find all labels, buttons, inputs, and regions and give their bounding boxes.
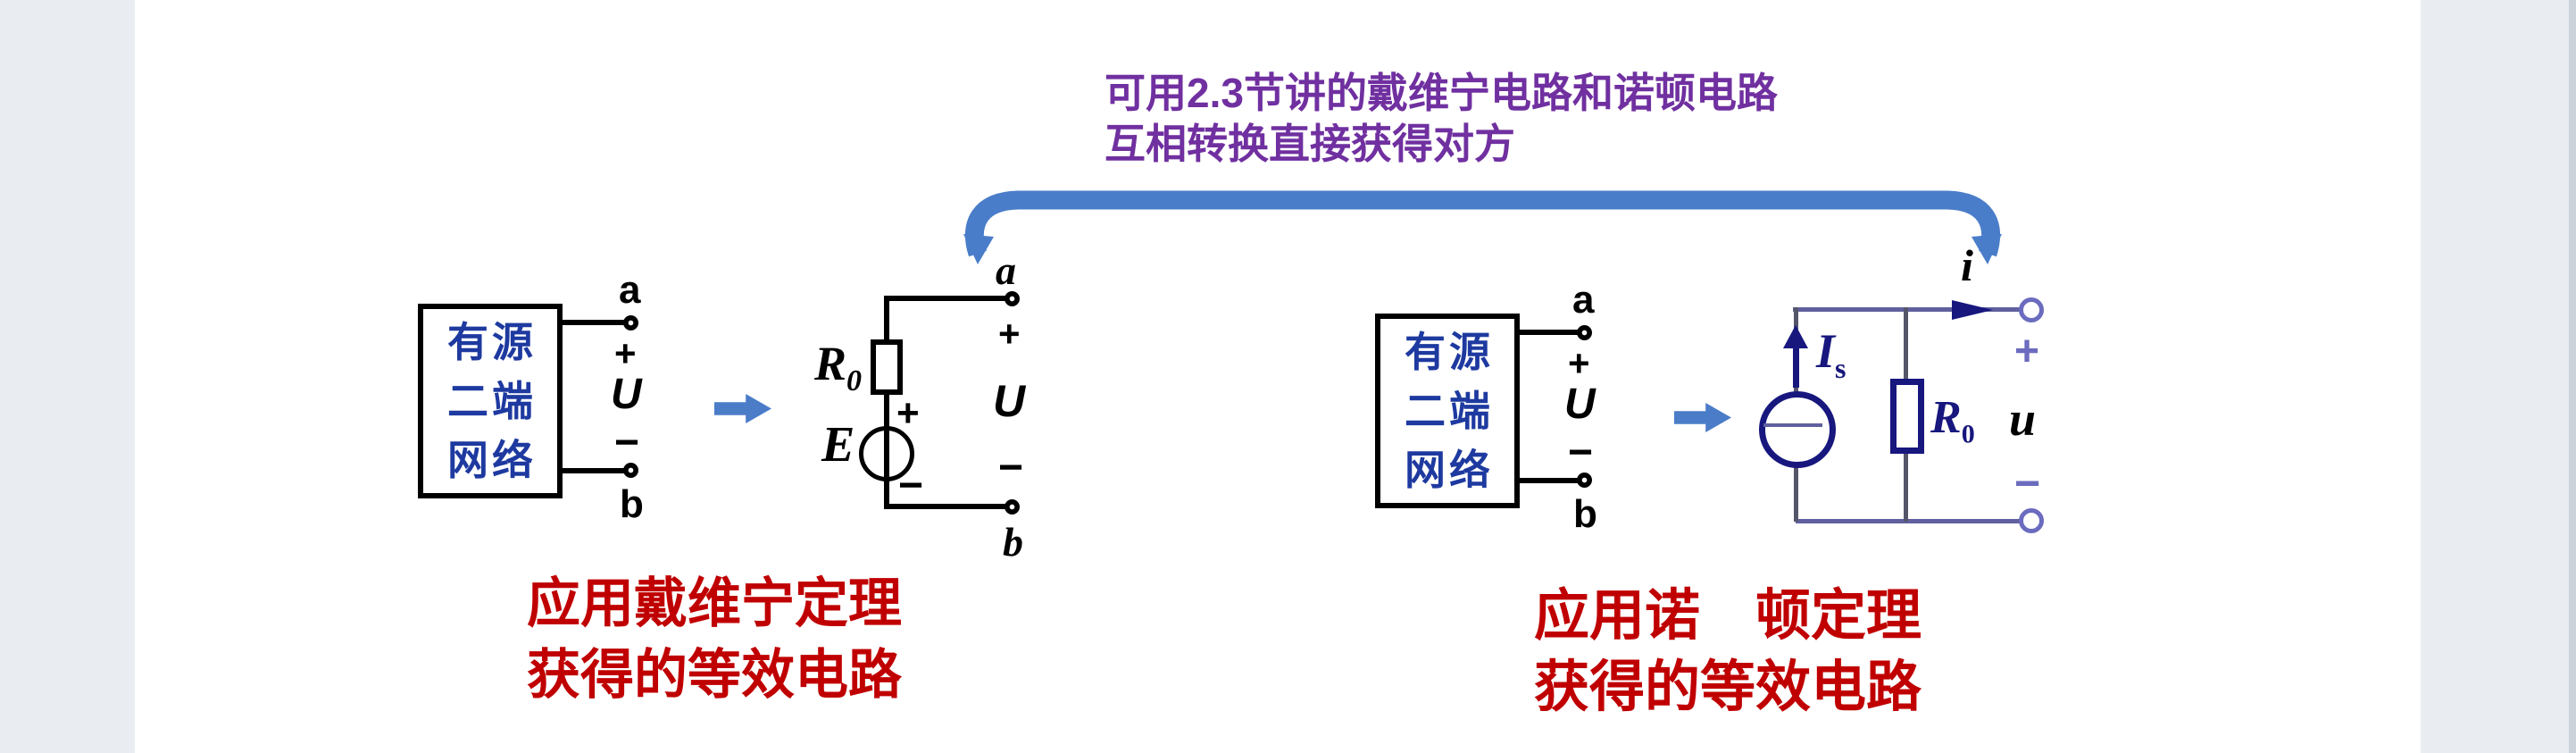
caption-line1: 应用诺 顿定理 (1533, 585, 1922, 647)
right-block-arrow-icon (1674, 403, 1731, 432)
network-box-line2: 二端 (1405, 388, 1494, 434)
port-plus: + (2014, 328, 2040, 375)
open-terminal-top (2019, 297, 2044, 322)
source-plus: + (896, 391, 920, 435)
double-headed-transform-arrow-icon (963, 189, 2003, 264)
source-i: I (1816, 324, 1836, 378)
port-voltage-label: U (1564, 381, 1596, 428)
terminal-b-label: b (1003, 519, 1023, 565)
wire (563, 320, 627, 325)
active-two-terminal-network-box-left: 有源 二端 网络 (418, 304, 563, 498)
terminal-b-label: b (620, 482, 644, 526)
network-box-line2: 二端 (447, 378, 537, 424)
terminal-a-dot (1005, 291, 1020, 306)
wire (884, 296, 1013, 301)
caption-line1: 应用戴维宁定理 (527, 573, 902, 633)
wire (1796, 519, 2025, 523)
thevenin-resistor-symbol (871, 339, 903, 395)
thevenin-source-label: E (821, 417, 855, 473)
resistor-sub: 0 (846, 364, 863, 397)
port-minus: − (614, 419, 640, 466)
terminal-a-dot (1577, 325, 1592, 340)
norton-caption: 应用诺 顿定理获得的等效电路 (1509, 581, 1947, 724)
caption-line2: 获得的等效电路 (1533, 657, 1922, 718)
network-box-line3: 网络 (1405, 447, 1494, 493)
open-terminal-bottom (2019, 508, 2044, 533)
terminal-b-label: b (1573, 492, 1597, 536)
wire (1904, 454, 1908, 522)
wire (1794, 461, 1798, 522)
active-two-terminal-network-box-right: 有源 二端 网络 (1375, 314, 1520, 508)
current-direction-arrow-icon (1952, 299, 1993, 321)
port-plus: + (614, 332, 637, 374)
wire (1793, 307, 2025, 312)
terminal-a-label: a (996, 247, 1016, 293)
current-source-bar (1763, 423, 1822, 427)
wire (1904, 307, 1908, 381)
right-block-arrow-icon (714, 394, 771, 423)
norton-current-source-symbol (1759, 391, 1836, 468)
norton-resistor-label: R0 (1930, 391, 1975, 449)
terminal-a-label: a (619, 268, 641, 312)
norton-source-label: Is (1816, 323, 1846, 385)
norton-resistor-symbol (1890, 379, 1924, 454)
resistor-sub: 0 (1961, 419, 1975, 449)
annotation-line1: 可用2.3节讲的戴维宁电路和诺顿电路 (1105, 70, 1778, 116)
port-plus: + (1568, 342, 1590, 384)
right-edge-line (2569, 0, 2576, 753)
terminal-b-dot (623, 463, 638, 478)
port-voltage-label: u (2009, 392, 2037, 446)
right-margin-band (2421, 0, 2576, 753)
wire (1520, 330, 1579, 335)
thevenin-resistor-label: R0 (814, 336, 862, 398)
port-minus: − (998, 444, 1024, 491)
output-current-label: i (1961, 240, 1973, 290)
terminal-b-dot (1577, 473, 1592, 488)
wire (884, 504, 1013, 509)
left-margin-band (0, 0, 135, 753)
port-voltage-label: U (993, 376, 1026, 426)
caption-line2: 获得的等效电路 (527, 645, 902, 705)
annotation-line2: 互相转换直接获得对方 (1105, 121, 1515, 167)
port-plus: + (998, 313, 1021, 355)
network-box-line3: 网络 (447, 437, 537, 483)
wire (884, 296, 889, 340)
resistor-r: R (1930, 392, 1962, 443)
port-voltage-label: U (611, 371, 642, 418)
thevenin-caption: 应用戴维宁定理获得的等效电路 (496, 568, 933, 711)
terminal-b-dot (1005, 499, 1020, 515)
resistor-r: R (814, 337, 847, 390)
terminal-a-dot (623, 315, 638, 330)
wire (1520, 478, 1579, 483)
source-sub: s (1835, 351, 1847, 384)
port-minus: − (2014, 458, 2041, 508)
current-source-up-arrow-icon (1780, 325, 1811, 388)
network-box-line1: 有源 (1405, 329, 1494, 375)
wire (563, 468, 627, 473)
port-minus: − (1568, 429, 1594, 476)
annotation-text: 可用2.3节讲的戴维宁电路和诺顿电路互相转换直接获得对方 (1105, 68, 1778, 170)
terminal-a-label: a (1572, 278, 1595, 322)
thevenin-voltage-source-symbol (859, 426, 914, 481)
source-minus: − (898, 462, 924, 509)
network-box-line1: 有源 (447, 319, 537, 365)
